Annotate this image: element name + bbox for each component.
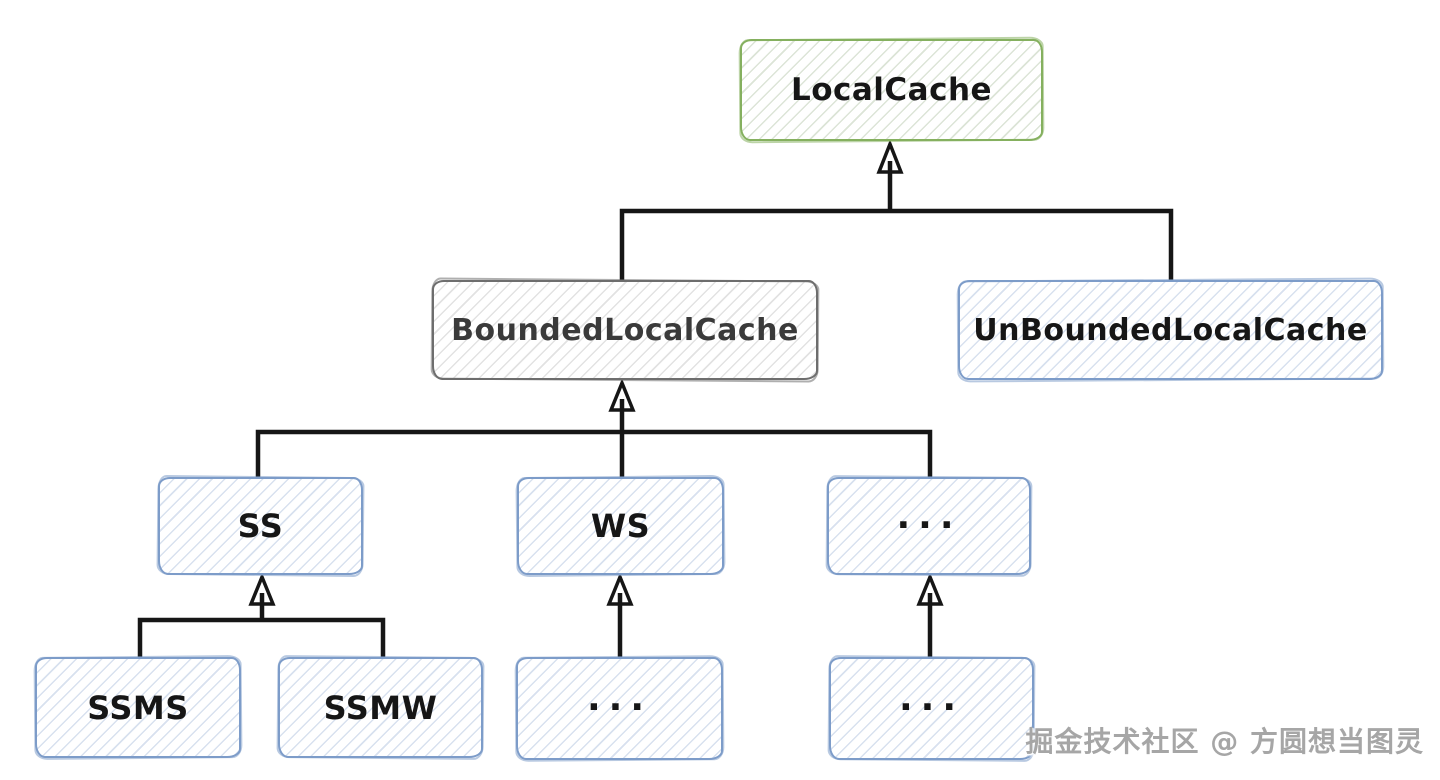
node-ssms-label: SSMS [87, 688, 189, 727]
edge-children-to-ss [137, 572, 386, 659]
node-ss: SS [158, 477, 363, 575]
node-ellipsis-bottom-right-label: ... [898, 678, 965, 719]
node-boundedlocalcache-label: BoundedLocalCache [451, 312, 799, 348]
node-ssms: SSMS [35, 657, 241, 758]
edge-children-to-localcache [619, 139, 1174, 282]
node-unboundedlocalcache: UnBoundedLocalCache [958, 280, 1383, 380]
watermark-text: 掘金技术社区 @ 方圆想当图灵 [1025, 725, 1424, 758]
node-localcache: LocalCache [740, 39, 1043, 141]
node-ellipsis-right: ... [827, 477, 1031, 575]
node-ssmw: SSMW [278, 657, 483, 758]
edge-dots-to-ws [606, 572, 634, 659]
edge-children-to-boundedlocalcache [255, 378, 933, 479]
node-ss-label: SS [237, 507, 284, 545]
node-ws-label: WS [590, 507, 651, 545]
node-ellipsis-bottom-mid-label: ... [586, 678, 653, 719]
node-ssmw-label: SSMW [323, 688, 438, 727]
node-ws: WS [517, 477, 724, 575]
node-ellipsis-bottom-mid: ... [516, 657, 723, 760]
node-boundedlocalcache: BoundedLocalCache [432, 280, 818, 380]
node-ellipsis-right-label: ... [896, 495, 962, 537]
node-ellipsis-bottom-right: ... [829, 657, 1034, 760]
node-unboundedlocalcache-label: UnBoundedLocalCache [973, 312, 1368, 348]
edge-dots-to-dots [916, 572, 944, 659]
node-localcache-label: LocalCache [790, 72, 993, 108]
